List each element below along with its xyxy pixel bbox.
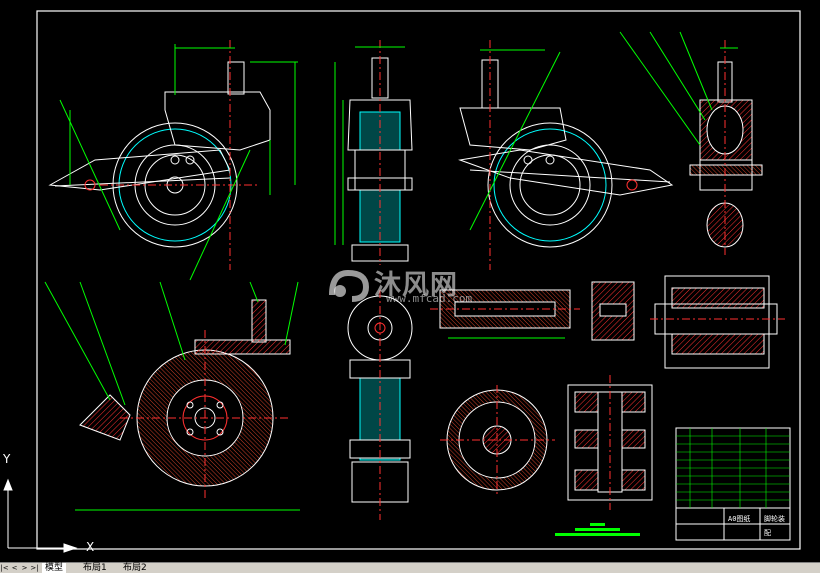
title-block-sub: 配 [764, 529, 771, 537]
caster-side-view-right [458, 40, 674, 270]
title-block [675, 427, 791, 541]
axis-y-label: Y [3, 452, 11, 466]
caster-side-view-left [48, 40, 298, 281]
drawing-border [36, 10, 801, 550]
wheel-brake-view [44, 281, 300, 511]
tab-model[interactable]: 模型 [42, 563, 67, 573]
mf-logo-icon [329, 269, 370, 302]
last-icon[interactable]: >| [30, 564, 39, 572]
tab-layout1[interactable]: 布局1 [83, 563, 107, 573]
watermark-brand: 沐风网 [374, 270, 458, 301]
detail-hub-section [650, 275, 785, 369]
detail-axle-view [430, 289, 580, 339]
caster-bottom-view [347, 290, 413, 520]
next-icon[interactable]: > [21, 564, 28, 572]
detail-bearing-ring [440, 385, 555, 495]
watermark-url: www.mfcad.com [386, 292, 473, 305]
detail-bushing-view [591, 281, 635, 341]
title-block-label: 脚轮装 [764, 515, 785, 523]
tab-layout2[interactable]: 布局2 [123, 563, 147, 573]
layout-tab-bar: |< < > >| 模型 布局1 布局2 [0, 562, 820, 573]
axis-x-label: X [86, 540, 95, 554]
caster-front-view [334, 40, 413, 265]
prev-icon[interactable]: < [11, 564, 18, 572]
watermark: 沐风网 www.mfcad.com [326, 263, 496, 307]
stepped-base-symbol [555, 523, 640, 536]
caster-section-view [619, 31, 763, 255]
ucs-axis-icon [3, 478, 78, 553]
title-block-title: A0图纸 [728, 515, 751, 523]
detail-fork-section [567, 375, 653, 510]
first-icon[interactable]: |< [0, 564, 9, 572]
